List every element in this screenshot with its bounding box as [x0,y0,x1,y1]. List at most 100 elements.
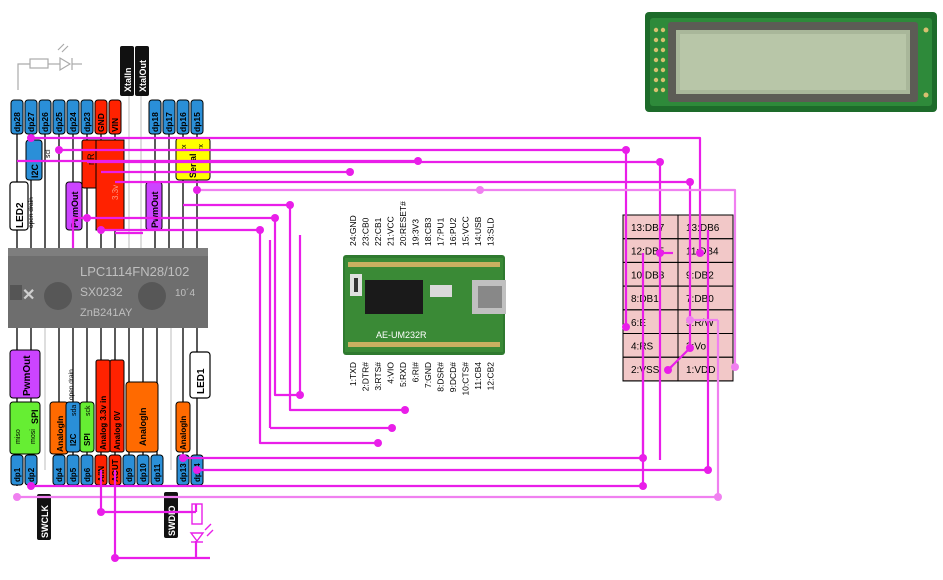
usb-bottom-pin-label: 4:VIO [386,362,396,384]
wire-junction [686,178,694,186]
wire [73,216,300,397]
xtalout-label: XtalOut [138,60,148,92]
svg-text:VIN: VIN [110,118,120,132]
wire-junction [696,249,704,257]
spi-label-2: SPI [83,433,92,446]
wire-junction [622,323,630,331]
svg-text:12:DB5: 12:DB5 [631,247,665,258]
svg-text:7:DB0: 7:DB0 [686,294,714,305]
chip-marking: LPC1114FN28/102 [80,264,189,279]
svg-text:dp5: dp5 [69,467,78,482]
wire-junction [704,466,712,474]
svg-text:3:Vo: 3:Vo [686,342,706,353]
mcu-top-pin-dp26: dp26 [38,99,52,248]
sda-label: sda [71,405,78,416]
wire-junction [374,439,382,447]
wire-junction [286,201,294,209]
mosi-label: mosi [30,429,37,444]
wires [13,134,739,562]
svg-text:dp25: dp25 [54,112,64,132]
swclk-label: SWCLK [40,505,50,538]
svg-text:2:VSS: 2:VSS [631,365,660,376]
wire-junction [731,363,739,371]
svg-text:dp28: dp28 [12,112,22,132]
wire-junction [686,344,694,352]
usb-bottom-pin-label: 1:TXD [348,362,358,386]
svg-text:dp17: dp17 [164,112,174,132]
i2c-label-bottom: I2C [69,433,78,446]
usb-bottom-pin-label: 10:CTS# [461,362,471,396]
wire [31,136,702,253]
chip-marking: ZnB241AY [80,307,133,319]
usb-bottom-pin-label: 12:CB2 [486,362,496,391]
svg-text:dp15: dp15 [192,112,202,132]
wire-junction [83,214,91,222]
svg-text:dp23: dp23 [82,112,92,132]
usb-bottom-pin-label: 5:RXD [398,362,408,387]
rx-label: rx [198,144,205,150]
spi-label-1: SPI [30,409,40,424]
svg-text:dp24: dp24 [68,112,78,132]
analogin-label-3: AnalogIn [179,416,188,450]
usb-bottom-pin-label: 8:DSR# [436,362,446,392]
wire-junction [27,134,35,142]
svg-text:dp4: dp4 [55,467,64,482]
wire-junction [55,146,63,154]
wire-junction [193,466,201,474]
usb-top-pin-label: 24:GND [348,215,358,246]
wire-junction [664,366,672,374]
wire [115,180,692,371]
wire-junction [388,424,396,432]
usb-top-pin-label: 19:3V3 [411,219,421,246]
v33-label: 3.3v [111,185,120,200]
analog-0v-label: Analog 0V [113,410,122,450]
svg-text:1:VDD: 1:VDD [686,365,715,376]
led1-label: LED1 [196,368,207,394]
svg-text:dp26: dp26 [40,112,50,132]
serial-label: Serial [188,153,198,178]
usb-top-pin-label: 22:CB1 [373,217,383,246]
wire-junction [97,508,105,516]
pwmout-label-bottom: PwmOut [22,355,33,396]
usb-top-pin-label: 20:RESET# [398,201,408,246]
usb-bottom-pin-label: 11:CB4 [473,362,483,390]
mcu-top-pin-dp25: dp25 [52,99,66,248]
tx-label: tx [181,144,188,150]
svg-text:8:DB1: 8:DB1 [631,294,659,305]
wire-junction [401,406,409,414]
svg-text:dp13: dp13 [179,463,188,482]
usb-top-pin-label: 21:VCC [386,216,396,246]
wire-junction [111,554,119,562]
svg-text:dp2: dp2 [27,467,36,482]
usb-bottom-pin-label: 9:DCD# [448,362,458,393]
wire-junction [346,168,354,176]
wire-junction [97,226,105,234]
usb-top-pin-label: 18:CB3 [423,217,433,246]
wire-junction [622,146,630,154]
i2c-label-top: I2C [30,163,40,178]
usb-top-pin-label: 15:VCC [461,216,471,246]
svg-text:dp18: dp18 [150,112,160,132]
svg-text:13:DB7: 13:DB7 [631,223,665,234]
usb-board-label: AE-UM232R [376,330,427,340]
usb-top-pin-label: 16:PU2 [448,217,458,246]
usb-bottom-pin-label: 7:GND [423,362,433,388]
wire [183,203,405,412]
usb-top-pin-label: 23:CB0 [361,217,371,246]
wire-junction [193,186,201,194]
wire-junction [27,482,35,490]
svg-text:dp11: dp11 [153,463,162,482]
wire [197,188,737,367]
mcu-top-pin-dp17: dp17 [162,99,176,248]
pwmout-label-top-1: PwmOut [70,191,80,228]
svg-text:10:DB3: 10:DB3 [631,270,665,281]
wire-junction [476,186,484,194]
wire-junction [179,454,187,462]
svg-text:9:DB2: 9:DB2 [686,270,714,281]
wire-junction [271,214,279,222]
analogin-label-2: AnalogIn [138,408,148,447]
svg-text:GND: GND [96,113,106,132]
chip-marking: 10´4 [175,287,195,299]
